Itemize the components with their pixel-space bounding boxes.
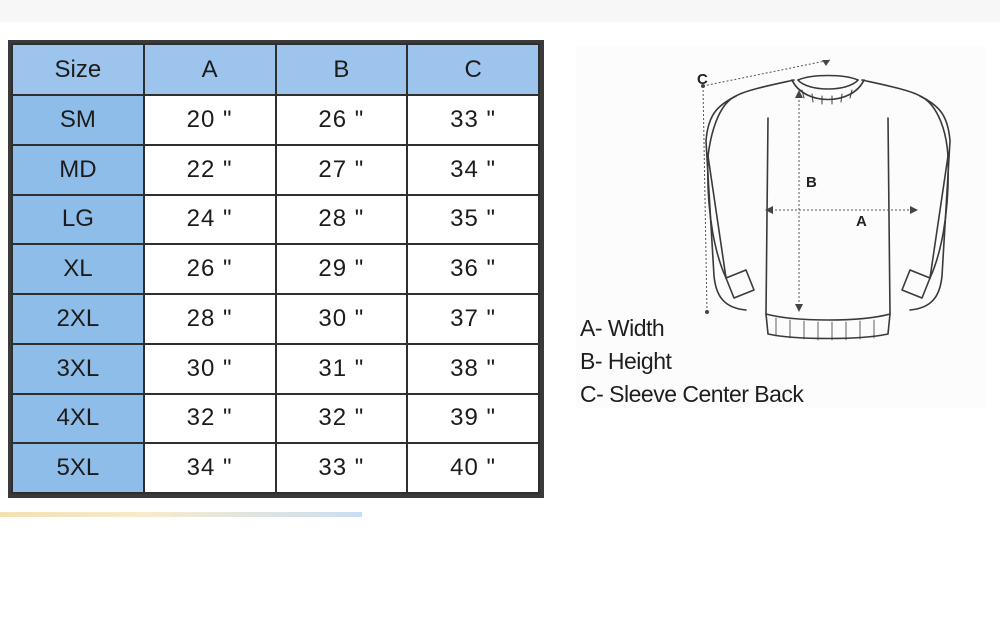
cell-a: 26 " bbox=[142, 243, 277, 295]
cell-c: 35 " bbox=[406, 193, 540, 246]
top-band bbox=[0, 0, 1000, 22]
label-c: C bbox=[697, 71, 708, 88]
cell-c: 39 " bbox=[406, 392, 540, 445]
cell-b: 33 " bbox=[274, 442, 409, 494]
legend-height: B- Height bbox=[580, 348, 672, 374]
cell-a: 34 " bbox=[142, 442, 277, 494]
size-label: MD bbox=[11, 143, 145, 196]
header-row: Size A B C bbox=[11, 43, 540, 96]
cell-b: 30 " bbox=[274, 293, 409, 345]
size-label: 2XL bbox=[11, 293, 145, 345]
cell-a: 22 " bbox=[142, 143, 277, 196]
header-c: C bbox=[406, 43, 540, 96]
legend-width: A- Width bbox=[580, 315, 665, 341]
cell-b: 29 " bbox=[274, 243, 409, 295]
cell-c: 36 " bbox=[406, 243, 540, 295]
size-label: 4XL bbox=[11, 392, 145, 445]
size-label: SM bbox=[11, 94, 145, 146]
cell-a: 30 " bbox=[142, 342, 277, 395]
cell-c: 38 " bbox=[406, 342, 540, 395]
size-label: 5XL bbox=[11, 442, 145, 494]
cell-b: 27 " bbox=[274, 143, 409, 196]
cell-a: 28 " bbox=[142, 293, 277, 345]
cell-c: 33 " bbox=[406, 94, 540, 146]
cell-c: 37 " bbox=[406, 293, 540, 345]
size-label: 3XL bbox=[11, 342, 145, 395]
cell-c: 34 " bbox=[406, 143, 540, 196]
label-b: B bbox=[806, 174, 817, 191]
cell-a: 20 " bbox=[142, 94, 277, 146]
sweatshirt-outline-icon: C B A bbox=[697, 59, 951, 341]
cell-b: 31 " bbox=[274, 342, 409, 395]
size-label: LG bbox=[11, 193, 145, 246]
cell-b: 32 " bbox=[274, 392, 409, 445]
legend-sleeve: C- Sleeve Center Back bbox=[580, 381, 804, 407]
sweatshirt-diagram: C B A bbox=[576, 46, 986, 408]
label-a: A bbox=[856, 213, 867, 230]
cell-a: 24 " bbox=[142, 193, 277, 246]
cell-b: 26 " bbox=[274, 94, 409, 146]
cell-a: 32 " bbox=[142, 392, 277, 445]
header-b: B bbox=[274, 43, 409, 96]
header-a: A bbox=[142, 43, 277, 96]
decorative-strip bbox=[0, 512, 362, 517]
cell-b: 28 " bbox=[274, 193, 409, 246]
cell-c: 40 " bbox=[406, 442, 540, 494]
size-label: XL bbox=[11, 243, 145, 295]
header-size: Size bbox=[11, 43, 145, 96]
measurement-legend: A- Width B- Height C- Sleeve Center Back bbox=[580, 312, 804, 411]
